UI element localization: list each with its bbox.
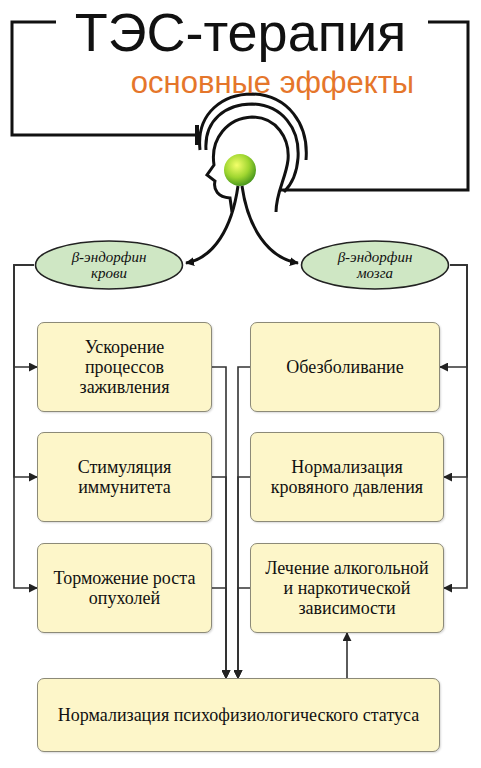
connector <box>14 265 37 477</box>
node-text: β-эндорфин мозга <box>323 249 427 282</box>
head-profile <box>207 117 288 212</box>
electrode-band <box>206 104 298 192</box>
endorphin-oval: β-эндорфин крови <box>34 240 184 290</box>
node-text: Обезболивание <box>278 357 411 377</box>
node-text: Лечение алкогольной и наркотической зави… <box>251 558 443 618</box>
connector <box>14 265 37 367</box>
connector <box>212 588 226 678</box>
connector <box>238 588 250 678</box>
effect-box: Обезболивание <box>250 322 440 412</box>
connector <box>444 265 467 588</box>
connector <box>14 265 37 588</box>
node-text: Торможение роста опухолей <box>38 568 211 608</box>
node-text: Стимуляция иммунитета <box>38 457 211 497</box>
stimulation-point <box>224 154 256 186</box>
effect-box: Торможение роста опухолей <box>37 543 212 633</box>
node-text: Нормализация психофизиологического стату… <box>50 705 427 725</box>
connector <box>440 265 467 367</box>
connector <box>444 265 467 477</box>
connector <box>212 477 226 678</box>
connector <box>238 367 250 678</box>
connector <box>238 477 250 678</box>
effect-box: Нормализация кровяного давления <box>250 432 444 522</box>
effect-box: Нормализация психофизиологического стату… <box>37 678 440 752</box>
effect-box: Стимуляция иммунитета <box>37 432 212 522</box>
effect-arrow <box>242 186 298 263</box>
diagram-title: ТЭС-терапия <box>40 0 441 64</box>
electrode-band <box>200 94 307 160</box>
node-text: Ускорение процессов заживления <box>38 337 211 397</box>
connector <box>212 367 226 678</box>
connector <box>346 633 348 678</box>
oval-shape <box>36 241 183 289</box>
node-text: β-эндорфин крови <box>57 249 161 282</box>
subtitle: основные эффекты <box>95 64 450 101</box>
node-text: Нормализация кровяного давления <box>251 457 443 497</box>
effect-box: Ускорение процессов заживления <box>37 322 212 412</box>
effect-arrow <box>186 186 238 263</box>
oval-shape <box>302 241 449 289</box>
endorphin-oval: β-эндорфин мозга <box>300 240 450 290</box>
effect-box: Лечение алкогольной и наркотической зави… <box>250 543 444 633</box>
